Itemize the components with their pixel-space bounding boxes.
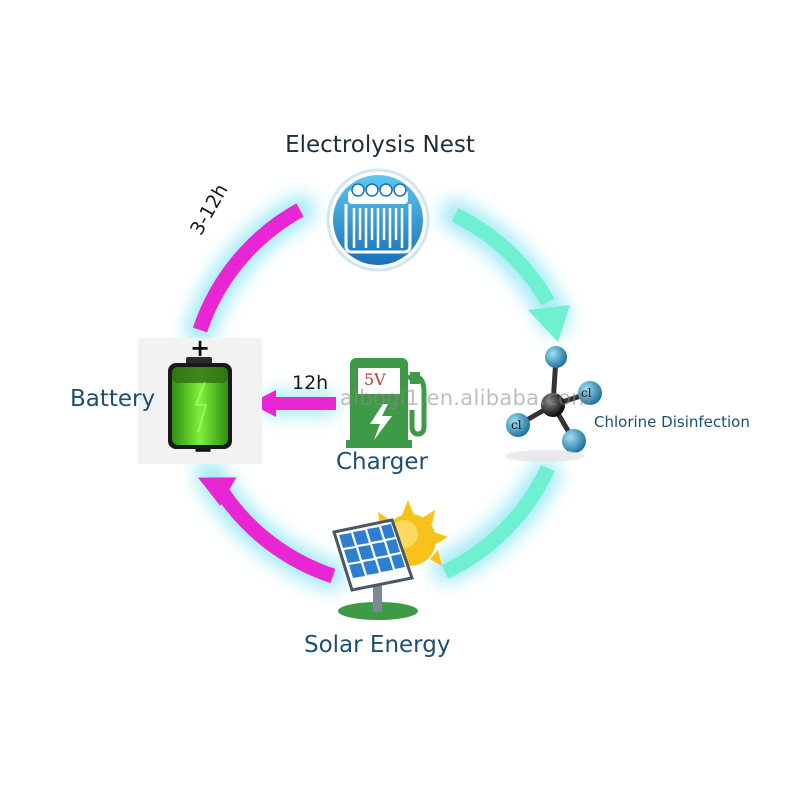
arrowhead-battery (198, 477, 237, 506)
arrowhead-chlorine (528, 305, 570, 342)
battery-plus-sign: + (190, 334, 211, 362)
arrow-battery-to-nest (192, 203, 304, 333)
solar-panel-icon (332, 518, 418, 620)
arrow-nest-to-chlorine (451, 208, 555, 306)
arrow-solar-to-battery (215, 487, 336, 584)
molecule-icon (505, 346, 602, 462)
charger-label: Charger (336, 449, 428, 475)
battery-label: Battery (70, 386, 156, 412)
atom-label-cl-left: cl (511, 418, 522, 432)
electrolysis-nest-icon (326, 168, 430, 272)
battery-icon (138, 338, 262, 464)
chlorine-label: Chlorine Disinfection (594, 413, 750, 431)
battery-minus-sign: − (193, 436, 214, 464)
solar-label: Solar Energy (304, 632, 451, 658)
atom-label-cl-right: cl (581, 386, 592, 400)
charger-voltage: 5V (364, 370, 386, 389)
charger-icon (346, 358, 427, 448)
arrow-charger-to-battery (272, 397, 336, 410)
arrowhead-charger-battery (250, 390, 276, 417)
arrow-solar-to-chlorine (441, 464, 555, 579)
diagram-title: Electrolysis Nest (285, 132, 475, 158)
edge-label-charger-to-battery: 12h (292, 372, 329, 394)
watermark: aibogi1.en.alibaba.com (340, 386, 593, 410)
